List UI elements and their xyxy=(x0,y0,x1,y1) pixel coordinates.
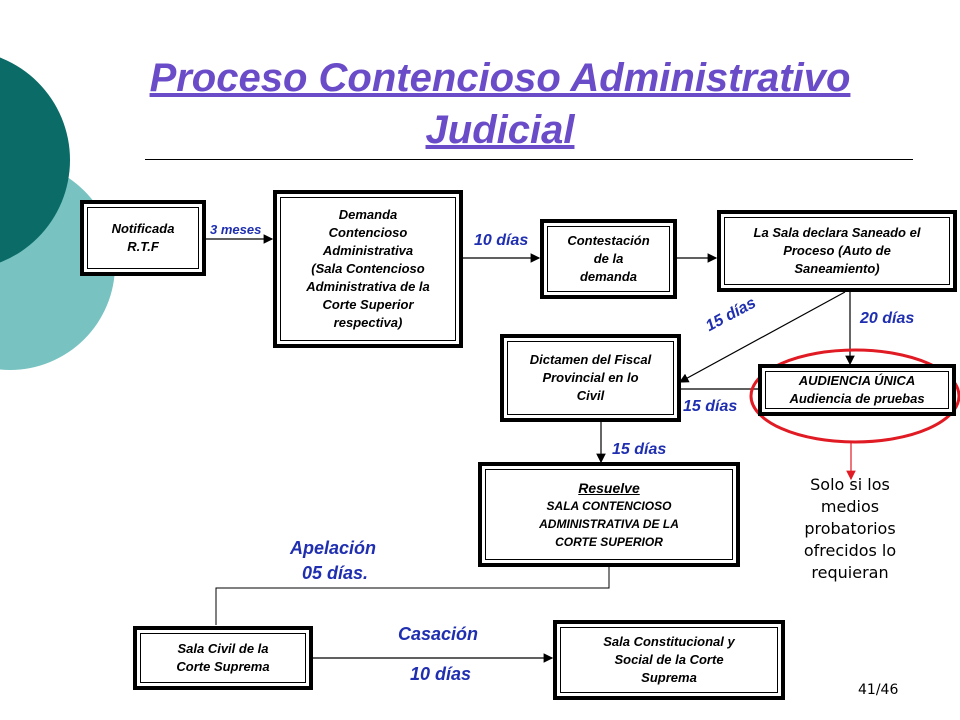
label-apelacion: Apelación xyxy=(290,538,377,558)
sala-constitucional-line-3: Suprema xyxy=(641,670,697,685)
box-demanda: Demanda Contencioso Administrativa (Sala… xyxy=(273,190,463,348)
sala-civil-line-1: Sala Civil de la xyxy=(177,641,269,656)
note-line-4: ofrecidos lo xyxy=(803,541,897,560)
demanda-line-4: (Sala Contencioso xyxy=(311,261,425,276)
box-dictamen: Dictamen del Fiscal Provincial en lo Civ… xyxy=(500,334,681,422)
page-title: Proceso Contencioso Administrativo Judic… xyxy=(149,56,851,152)
highlight-ellipse xyxy=(749,348,960,444)
deco-circle-dark xyxy=(0,57,70,263)
box-resuelve: Resuelve SALA CONTENCIOSO ADMINISTRATIVA… xyxy=(478,462,740,567)
label-3-meses: 3 meses xyxy=(210,222,262,237)
contestacion-line-1: Contestación xyxy=(567,233,650,248)
box-audiencia: AUDIENCIA ÚNICA Audiencia de pruebas xyxy=(758,364,956,416)
saneado-line-2: Proceso (Auto de xyxy=(783,243,891,258)
note-line-1: Solo si los xyxy=(810,475,890,494)
demanda-line-2: Contencioso xyxy=(328,225,408,240)
label-10-dias-casacion: 10 días xyxy=(410,664,472,684)
box-notificada-rtf: Notificada R.T.F xyxy=(80,200,206,276)
audiencia-line-1: AUDIENCIA ÚNICA xyxy=(798,373,916,388)
label-15-dias-audiencia: 15 días xyxy=(683,398,738,415)
demanda-line-1: Demanda xyxy=(338,207,398,222)
arrow-saneado-dictamen xyxy=(678,291,846,383)
label-apelacion-plazo: 05 días. xyxy=(302,563,369,583)
dictamen-line-3: Civil xyxy=(576,388,605,403)
notificada-line-2: R.T.F xyxy=(127,239,159,254)
line-apelacion xyxy=(215,567,610,625)
label-20-dias: 20 días xyxy=(860,310,915,327)
resuelve-line-1: SALA CONTENCIOSO xyxy=(546,498,672,513)
box-saneado: La Sala declara Saneado el Proceso (Auto… xyxy=(717,210,957,292)
contestacion-line-3: demanda xyxy=(579,269,638,284)
note-medios-probatorios: Solo si los medios probatorios ofrecidos… xyxy=(790,474,910,584)
resuelve-line-2: ADMINISTRATIVA DE LA xyxy=(539,516,679,531)
contestacion-line-2: de la xyxy=(593,251,624,266)
sala-civil-line-2: Corte Suprema xyxy=(176,659,270,674)
sala-constitucional-line-2: Social de la Corte xyxy=(614,652,724,667)
saneado-line-3: Saneamiento) xyxy=(794,261,880,276)
resuelve-heading: Resuelve xyxy=(578,479,640,496)
label-15-dias-resuelve: 15 días xyxy=(612,441,667,458)
box-sala-constitucional: Sala Constitucional y Social de la Corte… xyxy=(553,620,785,700)
label-casacion: Casación xyxy=(398,624,479,644)
demanda-line-5: Administrativa de la xyxy=(306,279,430,294)
notificada-line-1: Notificada xyxy=(111,221,175,236)
note-line-5: requieran xyxy=(811,563,889,582)
dictamen-line-2: Provincial en lo xyxy=(542,370,639,385)
sala-constitucional-line-1: Sala Constitucional y xyxy=(603,634,735,649)
page-number: 41/46 xyxy=(858,682,899,698)
note-line-3: probatorios xyxy=(804,519,896,538)
dictamen-line-1: Dictamen del Fiscal xyxy=(529,352,652,367)
audiencia-line-2: Audiencia de pruebas xyxy=(789,391,925,406)
box-sala-civil: Sala Civil de la Corte Suprema xyxy=(133,626,313,690)
resuelve-line-3: CORTE SUPERIOR xyxy=(555,534,663,549)
demanda-line-3: Administrativa xyxy=(322,243,414,258)
saneado-line-1: La Sala declara Saneado el xyxy=(753,225,921,240)
label-10-dias-contestacion: 10 días xyxy=(474,232,529,249)
box-contestacion: Contestación de la demanda xyxy=(540,219,677,299)
title-divider xyxy=(145,159,913,160)
demanda-line-7: respectiva) xyxy=(333,315,403,330)
note-line-2: medios xyxy=(820,497,880,516)
demanda-line-6: Corte Superior xyxy=(322,297,414,312)
